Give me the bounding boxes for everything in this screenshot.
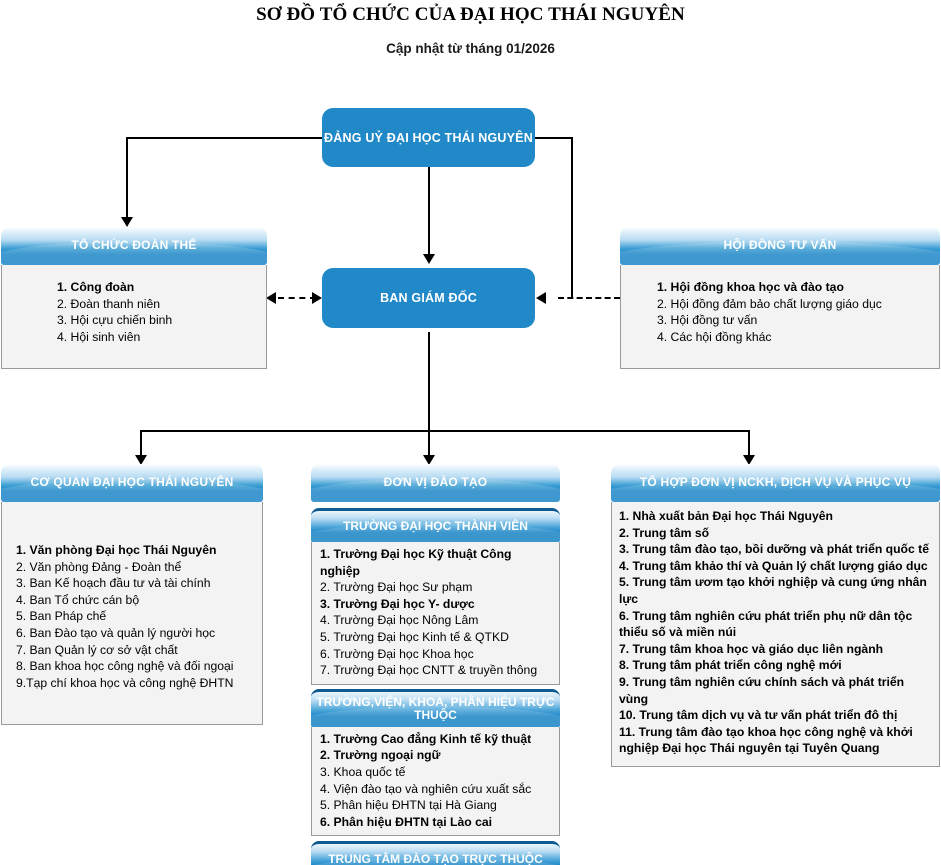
list-item: 9.Tạp chí khoa học và công nghệ ĐHTN — [16, 675, 234, 690]
connector-party-right-v — [571, 137, 573, 298]
list-item: 5. Phân hiệu ĐHTN tại Hà Giang — [320, 798, 497, 813]
list-item: 4. Các hội đồng khác — [657, 329, 772, 344]
list-research: 1. Nhà xuất bản Đại học Thái Nguyên 2. Tr… — [619, 508, 932, 757]
list-item: 1. Công đoàn — [57, 280, 135, 294]
list-item: 2. Hội đồng đảm bảo chất lượng giáo dục — [657, 296, 882, 311]
panel-councils-header: HỘI ĐỒNG TƯ VẤN — [620, 227, 940, 265]
list-item: 2. Trường ngoại ngữ — [320, 748, 441, 763]
list-unions: 1. Công đoàn 2. Đoàn thanh niên 3. Hội cựu… — [57, 279, 257, 345]
section-member-universities-body: 1. Trường Đại học Kỹ thuật Công nghiệp 2.… — [311, 542, 560, 685]
arrowhead-research — [743, 455, 755, 465]
panel-unions: TỔ CHỨC ĐOÀN THỂ 1. Công đoàn 2. Đoàn tha… — [1, 227, 267, 369]
section-affiliated-units: TRƯỜNG,VIỆN, KHOA, PHÂN HIỆU TRỰC THUỘC … — [311, 688, 560, 837]
list-item: 3. Hội cựu chiến binh — [57, 313, 173, 328]
list-item: 8. Ban khoa học công nghệ và đối ngoại — [16, 659, 234, 674]
panel-agency-header: CƠ QUAN ĐẠI HỌC THÁI NGUYÊN — [1, 464, 263, 502]
list-item: 1. Văn phòng Đại học Thái Nguyên — [16, 543, 217, 557]
panel-training-header: ĐƠN VỊ ĐÀO TẠO — [311, 464, 560, 502]
connector-party-right-h — [535, 137, 573, 139]
section-training-centers: TRUNG TÂM ĐÀO TẠO TRỰC THUỘC 1. Trung tâ… — [311, 841, 560, 865]
connector-councils-board-dashed — [558, 297, 620, 299]
arrowhead-training — [423, 455, 435, 465]
list-item: 3. Trường Đại học Y- dược — [320, 596, 475, 611]
list-item: 4. Trường Đại học Nông Lâm — [320, 613, 479, 628]
panel-councils-body: 1. Hội đồng khoa học và đào tạo 2. Hội đồ… — [620, 265, 940, 369]
section-affiliated-units-header: TRƯỜNG,VIỆN, KHOA, PHÂN HIỆU TRỰC THUỘC — [311, 688, 560, 727]
list-item: 10. Trung tâm dịch vụ và tư vấn phát tri… — [619, 708, 898, 723]
connector-party-left-h — [126, 137, 322, 139]
connector-unions-board-dashed — [278, 297, 316, 299]
list-item: 2. Đoàn thanh niên — [57, 296, 160, 311]
list-item: 6. Trường Đại học Khoa học — [320, 646, 474, 661]
connector-fanout-bus — [140, 430, 750, 432]
list-item: 4. Hội sinh viên — [57, 329, 141, 344]
list-item: 5. Trường Đại học Kinh tế & QTKD — [320, 629, 509, 644]
list-member-universities: 1. Trường Đại học Kỹ thuật Công nghiệp 2.… — [320, 546, 551, 679]
panel-councils: HỘI ĐỒNG TƯ VẤN 1. Hội đồng khoa học và … — [620, 227, 940, 369]
list-item: 1. Trường Đại học Kỹ thuật Công nghiệp — [320, 547, 512, 578]
list-item: 6. Trung tâm nghiên cứu phát triển phụ n… — [619, 608, 913, 640]
list-item: 6. Phân hiệu ĐHTN tại Lào cai — [320, 814, 493, 829]
arrowhead-board — [423, 254, 435, 264]
list-item: 1. Nhà xuất bản Đại học Thái Nguyên — [619, 509, 833, 523]
page-title: SƠ ĐỒ TỔ CHỨC CỦA ĐẠI HỌC THÁI NGUYÊN — [256, 4, 685, 25]
list-item: 1. Trường Cao đẳng Kinh tế kỹ thuật — [320, 731, 532, 746]
list-item: 3. Ban Kế hoạch đầu tư và tài chính — [16, 576, 211, 591]
connector-drop-research — [748, 430, 750, 461]
arrowhead-unions-left — [266, 292, 276, 304]
list-item: 2. Trường Đại học Sư phạm — [320, 580, 473, 595]
panel-research-header: TỔ HỢP ĐƠN VỊ NCKH, DỊCH VỤ VÀ PHỤC VỤ — [611, 464, 940, 502]
panel-agency-body: 1. Văn phòng Đại học Thái Nguyên 2. Văn p… — [1, 502, 263, 725]
node-party-committee[interactable]: ĐẢNG UỶ ĐẠI HỌC THÁI NGUYÊN — [322, 108, 535, 167]
arrowhead-unions — [121, 217, 133, 227]
list-councils: 1. Hội đồng khoa học và đào tạo 2. Hội đồ… — [657, 279, 930, 345]
arrowhead-board-from-unions — [312, 292, 322, 304]
section-training-centers-header: TRUNG TÂM ĐÀO TẠO TRỰC THUỘC — [311, 841, 560, 865]
panel-agency: CƠ QUAN ĐẠI HỌC THÁI NGUYÊN 1. Văn phòng… — [1, 464, 263, 725]
list-item: 3. Khoa quốc tế — [320, 764, 406, 779]
list-item: 8. Trung tâm phát triển công nghệ mới — [619, 658, 842, 673]
list-item: 11. Trung tâm đào tạo khoa học công nghệ… — [619, 724, 913, 756]
section-member-universities-header: TRƯỜNG ĐẠI HỌC THÀNH VIÊN — [311, 508, 560, 542]
connector-drop-training — [428, 430, 430, 461]
section-affiliated-units-body: 1. Trường Cao đẳng Kinh tế kỹ thuật 2. Tr… — [311, 726, 560, 837]
panel-training: ĐƠN VỊ ĐÀO TẠO TRƯỜNG ĐẠI HỌC THÀNH VIÊN… — [311, 464, 560, 865]
panel-research-body: 1. Nhà xuất bản Đại học Thái Nguyên 2. Tr… — [611, 502, 940, 767]
connector-drop-agency — [140, 430, 142, 461]
list-item: 4. Trung tâm khảo thí và Quản lý chất lư… — [619, 558, 928, 573]
connector-party-left-v — [126, 137, 128, 223]
list-item: 3. Hội đồng tư vấn — [657, 313, 758, 328]
list-item: 4. Ban Tổ chức cán bộ — [16, 592, 140, 607]
list-agency: 1. Văn phòng Đại học Thái Nguyên 2. Văn p… — [16, 542, 253, 691]
list-item: 3. Trung tâm đào tạo, bồi dưỡng và phát … — [619, 542, 930, 557]
list-item: 7. Trung tâm khoa học và giáo dục liên n… — [619, 641, 884, 656]
list-item: 2. Trung tâm số — [619, 525, 710, 540]
list-item: 5. Ban Pháp chế — [16, 609, 107, 624]
section-member-universities: TRƯỜNG ĐẠI HỌC THÀNH VIÊN 1. Trường Đại … — [311, 508, 560, 685]
list-item: 9. Trung tâm nghiên cứu chính sách và ph… — [619, 674, 905, 706]
arrowhead-agency — [135, 455, 147, 465]
list-item: 6. Ban Đào tạo và quản lý người học — [16, 625, 216, 640]
list-affiliated-units: 1. Trường Cao đẳng Kinh tế kỹ thuật 2. Tr… — [320, 731, 551, 831]
panel-research: TỔ HỢP ĐƠN VỊ NCKH, DỊCH VỤ VÀ PHỤC VỤ 1… — [611, 464, 940, 767]
connector-board-down — [428, 332, 430, 431]
list-item: 2. Văn phòng Đảng - Đoàn thể — [16, 559, 182, 574]
panel-unions-header: TỔ CHỨC ĐOÀN THỂ — [1, 227, 267, 265]
panel-unions-body: 1. Công đoàn 2. Đoàn thanh niên 3. Hội cựu… — [1, 265, 267, 369]
list-item: 5. Trung tâm ươm tạo khởi nghiệp và cung… — [619, 575, 927, 606]
list-item: 7. Ban Quản lý cơ sở vật chất — [16, 642, 178, 657]
list-item: 4. Viện đào tạo và nghiên cứu xuất sắc — [320, 781, 532, 796]
node-board-of-directors[interactable]: BAN GIÁM ĐỐC — [322, 268, 535, 328]
list-item: 1. Hội đồng khoa học và đào tạo — [657, 280, 844, 294]
list-item: 7. Trường Đại học CNTT & truyền thông — [320, 663, 538, 678]
connector-party-to-board — [428, 167, 430, 262]
page-subtitle: Cập nhật từ tháng 01/2026 — [386, 41, 555, 56]
arrowhead-board-from-councils — [536, 292, 546, 304]
